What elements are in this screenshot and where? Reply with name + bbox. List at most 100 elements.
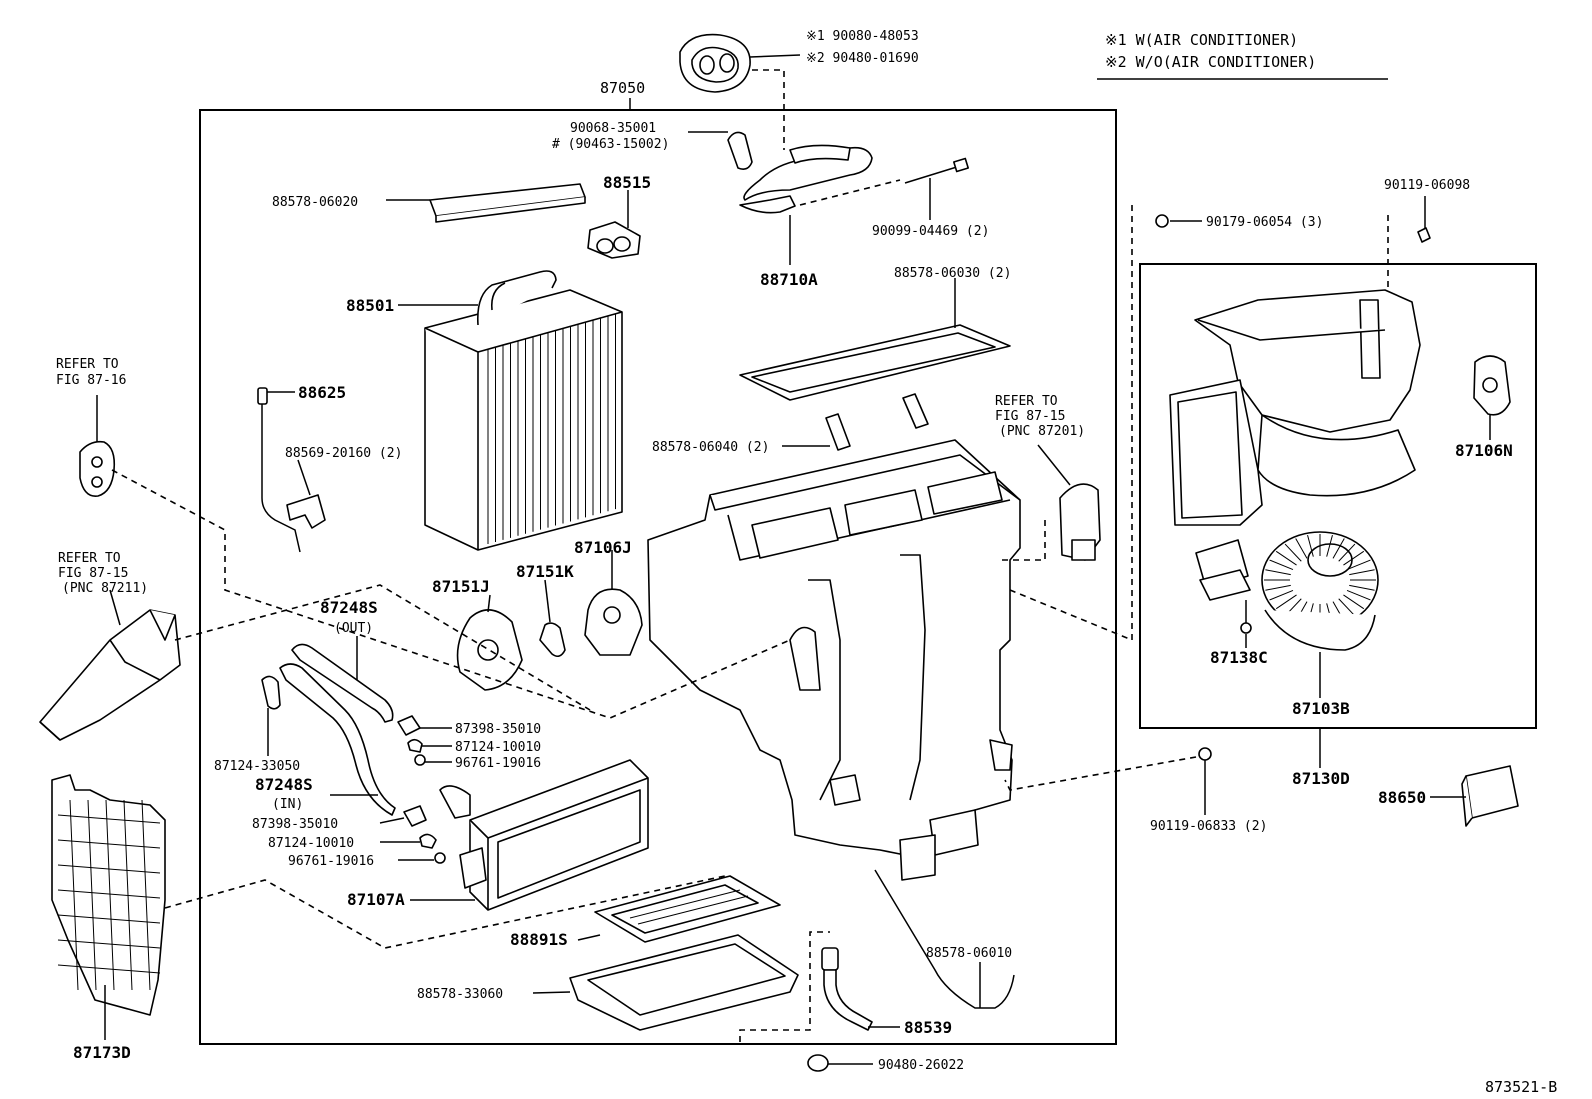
label-88569-20160: 88569-20160 (2) xyxy=(285,446,402,461)
label-87124-33050: 87124-33050 xyxy=(214,759,300,774)
label-88650: 88650 xyxy=(1378,788,1426,807)
grommet-part xyxy=(679,33,751,93)
label-88578-06010: 88578-06010 xyxy=(926,946,1012,961)
dash-drain xyxy=(739,931,830,1042)
pipe-grommet-part xyxy=(79,440,116,497)
pipe-fittings-upper-part xyxy=(397,715,426,766)
cover-88891s-part xyxy=(594,875,781,943)
label-90119-06833: 90119-06833 (2) xyxy=(1150,819,1267,834)
servo-motor-87106j-part xyxy=(584,588,643,656)
label-90480-26022: 90480-26022 xyxy=(878,1058,964,1073)
leader-88891S xyxy=(577,934,601,941)
leader-87398b xyxy=(379,817,405,824)
label-87248S-in-line1: 87248S xyxy=(255,775,313,794)
label-87248S-out-line2: (OUT) xyxy=(334,621,373,636)
label-90099-04469: 90099-04469 (2) xyxy=(872,224,989,239)
label-88891S: 88891S xyxy=(510,930,568,949)
label-87050: 87050 xyxy=(600,79,645,97)
label-90480-01690: ※2 90480-01690 xyxy=(806,51,919,66)
label-87103B: 87103B xyxy=(1292,699,1350,718)
heater-pipe-in-part xyxy=(279,663,396,816)
label-refer-fig-87-15b-line2: FIG 87-15 xyxy=(995,409,1065,424)
damper-link-87151j-part xyxy=(456,609,523,691)
leader-ref15a xyxy=(109,589,121,626)
seal-strip-part xyxy=(825,393,929,451)
blower-case-part xyxy=(1169,289,1421,526)
label-refer-fig-87-16-line1: REFER TO xyxy=(56,357,119,372)
label-87124-10010-a: 87124-10010 xyxy=(455,740,541,755)
label-88501: 88501 xyxy=(346,296,394,315)
label-88578-06020: 88578-06020 xyxy=(272,195,358,210)
heater-pipe-out-part xyxy=(291,643,394,723)
bolt-part xyxy=(904,157,969,184)
dash-ref16 xyxy=(111,469,791,719)
air-duct-left-part xyxy=(39,609,181,741)
leader-ref15b xyxy=(1037,444,1071,486)
control-module-part xyxy=(1461,765,1519,827)
leader-87151J xyxy=(487,594,491,613)
label-90068-35001: 90068-35001 xyxy=(570,121,656,136)
label-90179-06054: 90179-06054 (3) xyxy=(1206,215,1323,230)
label-90463-15002: # (90463-15002) xyxy=(552,137,669,152)
servo-motor-87106n-part xyxy=(1473,355,1511,416)
label-87398-35010-a: 87398-35010 xyxy=(455,722,541,737)
label-88578-06040: 88578-06040 (2) xyxy=(652,440,769,455)
dash-ref15b xyxy=(1000,520,1046,561)
heater-core-part xyxy=(439,759,649,911)
leader-88569 xyxy=(297,459,311,496)
label-87130D: 87130D xyxy=(1292,769,1350,788)
drain-hose-part xyxy=(821,947,873,1031)
dash-blower-screw xyxy=(1009,205,1133,642)
label-refer-fig-87-16-line2: FIG 87-16 xyxy=(56,373,126,388)
label-refer-fig-87-15b-line1: REFER TO xyxy=(995,394,1058,409)
part-labels: 87050 ※1 90080-48053 ※2 90480-01690 9006… xyxy=(56,29,1557,1096)
label-87248S-out-line1: 87248S xyxy=(320,598,378,617)
dash-ref15a xyxy=(174,584,591,711)
label-87107A: 87107A xyxy=(347,890,405,909)
label-87151K: 87151K xyxy=(516,562,574,581)
pipe-fittings-lower-part xyxy=(403,805,446,864)
label-88578-06030: 88578-06030 (2) xyxy=(894,266,1011,281)
seal-frame-part xyxy=(739,324,1011,401)
screw-90119-06098-part xyxy=(1417,227,1431,243)
label-87106J: 87106J xyxy=(574,538,632,557)
label-96761-19016-a: 96761-19016 xyxy=(455,756,541,771)
cooler-pipe-part xyxy=(739,144,873,214)
leader-90080 xyxy=(749,54,801,58)
label-88539: 88539 xyxy=(904,1018,952,1037)
air-duct-right-part xyxy=(1059,483,1101,561)
legend: ※1 W(AIR CONDITIONER) ※2 W/O(AIR CONDITI… xyxy=(1097,31,1388,80)
label-refer-fig-87-15a-line3: (PNC 87211) xyxy=(62,581,148,596)
link-87151k-part xyxy=(539,622,566,658)
drain-plug-part xyxy=(807,1054,829,1072)
label-87124-10010-b: 87124-10010 xyxy=(268,836,354,851)
thermistor-part xyxy=(257,387,301,553)
label-87106N: 87106N xyxy=(1455,441,1513,460)
blower-assembly-frame xyxy=(1139,263,1537,729)
leader-88578-33060 xyxy=(532,991,571,994)
label-refer-fig-87-15b-line3: (PNC 87201) xyxy=(999,424,1085,439)
legend-line-1: ※1 W(AIR CONDITIONER) xyxy=(1105,31,1298,49)
legend-line-2: ※2 W/O(AIR CONDITIONER) xyxy=(1105,53,1316,71)
label-88578-33060: 88578-33060 xyxy=(417,987,503,1002)
main-assembly-frame xyxy=(199,109,1117,1045)
label-88625: 88625 xyxy=(298,383,346,402)
heater-case-part xyxy=(647,439,1021,881)
label-96761-19016-b: 96761-19016 xyxy=(288,854,374,869)
expansion-valve-part xyxy=(587,221,641,259)
leader-87151K xyxy=(544,579,551,623)
label-90119-06098: 90119-06098 xyxy=(1384,178,1470,193)
clamp-part xyxy=(286,494,326,529)
label-refer-fig-87-15a-line2: FIG 87-15 xyxy=(58,566,128,581)
label-87173D: 87173D xyxy=(73,1043,131,1062)
label-87151J: 87151J xyxy=(432,577,490,596)
clip-part xyxy=(727,131,753,170)
label-87398-35010-b: 87398-35010 xyxy=(252,817,338,832)
blower-resistor-part xyxy=(1195,539,1252,634)
hose-clip-part xyxy=(261,675,281,710)
sensor-wire-part xyxy=(874,869,1015,1009)
screw-90119-06833-part xyxy=(1198,747,1212,761)
figure-code: 873521-B xyxy=(1485,1078,1557,1096)
label-90080-48053: ※1 90080-48053 xyxy=(806,29,919,44)
